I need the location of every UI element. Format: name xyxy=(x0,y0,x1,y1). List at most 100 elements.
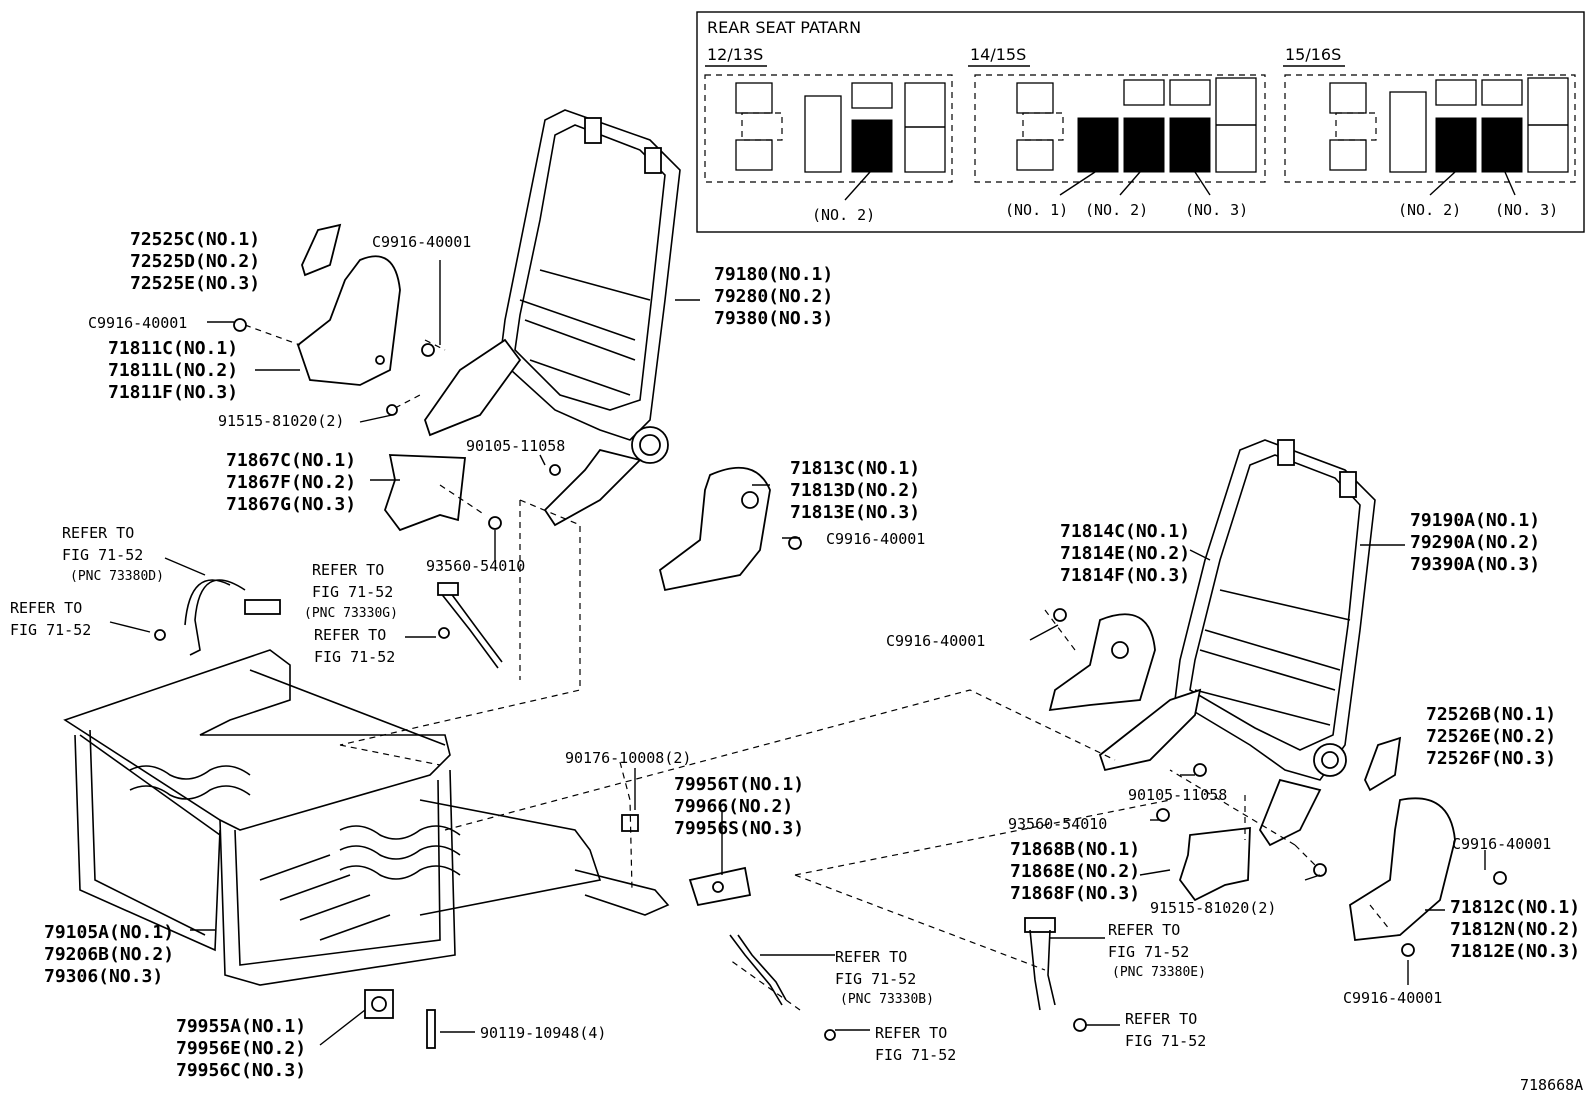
part-number: 79180(NO.1) xyxy=(714,264,833,285)
hinge-cover-71814 xyxy=(1048,613,1156,712)
pattern-label: (NO. 1) xyxy=(1005,201,1068,219)
part-number: 90176-10008(2) xyxy=(565,749,691,767)
seat-no1-highlight xyxy=(1077,117,1119,173)
part-number: 71813E(NO.3) xyxy=(790,502,920,523)
part-number: C9916-40001 xyxy=(372,233,471,251)
refer-text: REFER TO xyxy=(1125,1010,1197,1028)
pattern-15-16s: 15/16S (NO. 2) (NO. 3) xyxy=(1283,45,1576,219)
callout-79105: 79105A(NO.1) 79206B(NO.2) 79306(NO.3) xyxy=(44,922,174,987)
refer-text: (PNC 73330G) xyxy=(304,606,398,621)
seat-no3-highlight xyxy=(1169,117,1211,173)
refer-text: (PNC 73380D) xyxy=(70,569,164,584)
callout-79190: 79190A(NO.1) 79290A(NO.2) 79390A(NO.3) xyxy=(1410,510,1540,575)
part-number: 93560-54010 xyxy=(1008,815,1107,833)
seat-belt-buckle-left xyxy=(184,579,503,669)
part-number: 71812E(NO.3) xyxy=(1450,941,1580,962)
callout-79180: 79180(NO.1) 79280(NO.2) 79380(NO.3) xyxy=(714,264,833,329)
refer-text: REFER TO xyxy=(875,1024,947,1042)
hinge-cover-72526 xyxy=(1364,736,1402,792)
callout-71868: 71868B(NO.1) 71868E(NO.2) 71868F(NO.3) xyxy=(1010,839,1140,904)
part-number: 90105-11058 xyxy=(1128,786,1227,804)
refer-text: REFER TO xyxy=(312,561,384,579)
part-number: 71814C(NO.1) xyxy=(1060,521,1190,542)
part-number: 79290A(NO.2) xyxy=(1410,532,1540,553)
hinge-cover-71812 xyxy=(1349,797,1456,941)
part-number: 79955A(NO.1) xyxy=(176,1016,306,1037)
part-number: 72525D(NO.2) xyxy=(130,251,260,272)
part-number: 72526F(NO.3) xyxy=(1426,748,1556,769)
callout-71811: 71811C(NO.1) 71811L(NO.2) 71811F(NO.3) xyxy=(108,338,238,403)
refer-text: (PNC 73380E) xyxy=(1112,965,1206,980)
refer-note: REFER TO FIG 71-52 xyxy=(314,626,395,666)
refer-note: REFER TO FIG 71-52 (PNC 73330B) xyxy=(835,948,934,1007)
refer-text: REFER TO xyxy=(1108,921,1180,939)
part-number: 71814F(NO.3) xyxy=(1060,565,1190,586)
part-number: 72525C(NO.1) xyxy=(130,229,260,250)
refer-text: FIG 71-52 xyxy=(835,970,916,988)
part-number: 79956S(NO.3) xyxy=(674,818,804,839)
pattern-label: (NO. 2) xyxy=(1398,201,1461,219)
part-number: 79966(NO.2) xyxy=(674,796,793,817)
pattern-label: (NO. 3) xyxy=(1495,201,1558,219)
part-number: 72526B(NO.1) xyxy=(1426,704,1556,725)
refer-note: REFER TO FIG 71-52 (PNC 73380D) xyxy=(62,524,164,584)
refer-text: REFER TO xyxy=(835,948,907,966)
part-number: 91515-81020(2) xyxy=(1150,899,1276,917)
refer-text: REFER TO xyxy=(10,599,82,617)
callout-72525: 72525C(NO.1) 72525D(NO.2) 72525E(NO.3) xyxy=(130,229,260,294)
hinge-cover-71868 xyxy=(1179,826,1251,902)
part-number: C9916-40001 xyxy=(886,632,985,650)
rear-seat-pattern-legend: REAR SEAT PATARN 12/13S (NO. 2) 14/15S xyxy=(696,11,1585,233)
callout-71813: 71813C(NO.1) 71813D(NO.2) 71813E(NO.3) xyxy=(790,458,920,523)
hinge-cover-71867 xyxy=(383,454,467,532)
refer-text: FIG 71-52 xyxy=(62,546,143,564)
leader-lines xyxy=(109,260,1486,1046)
part-number: 71867G(NO.3) xyxy=(226,494,356,515)
seat-belt-buckle-right xyxy=(1024,917,1056,1011)
pattern-label: (NO. 2) xyxy=(1085,201,1148,219)
part-number: 90105-11058 xyxy=(466,437,565,455)
refer-note: REFER TO FIG 71-52 xyxy=(10,599,91,639)
part-number: 72526E(NO.2) xyxy=(1426,726,1556,747)
seat-no2-highlight xyxy=(851,119,893,173)
seatback-frame-left xyxy=(424,109,681,527)
part-number: 79306(NO.3) xyxy=(44,966,163,987)
part-number: 71812C(NO.1) xyxy=(1450,897,1580,918)
part-number: C9916-40001 xyxy=(88,314,187,332)
part-number: 71868E(NO.2) xyxy=(1010,861,1140,882)
seat-no2-highlight xyxy=(1123,117,1165,173)
part-number: 71814E(NO.2) xyxy=(1060,543,1190,564)
refer-text: (PNC 73330B) xyxy=(840,992,934,1007)
callout-71867: 71867C(NO.1) 71867F(NO.2) 71867G(NO.3) xyxy=(226,450,356,515)
part-number: 71868B(NO.1) xyxy=(1010,839,1140,860)
part-number: 71868F(NO.3) xyxy=(1010,883,1140,904)
seat-cushion-frame xyxy=(63,649,670,986)
part-number: 90119-10948(4) xyxy=(480,1024,606,1042)
refer-note: REFER TO FIG 71-52 (PNC 73330G) xyxy=(304,561,398,621)
part-number: C9916-40001 xyxy=(826,530,925,548)
refer-note: REFER TO FIG 71-52 (PNC 73380E) xyxy=(1108,921,1206,980)
refer-text: REFER TO xyxy=(314,626,386,644)
hinge-cover-71811 xyxy=(296,255,401,386)
refer-text: FIG 71-52 xyxy=(314,648,395,666)
part-number: 71867C(NO.1) xyxy=(226,450,356,471)
part-number: 79280(NO.2) xyxy=(714,286,833,307)
part-number: 79105A(NO.1) xyxy=(44,922,174,943)
callout-79955: 79955A(NO.1) 79956E(NO.2) 79956C(NO.3) xyxy=(176,1016,306,1081)
pattern-name: 15/16S xyxy=(1285,45,1341,64)
pattern-label: (NO. 3) xyxy=(1185,201,1248,219)
pattern-name: 14/15S xyxy=(970,45,1026,64)
refer-text: REFER TO xyxy=(62,524,134,542)
part-number: 79380(NO.3) xyxy=(714,308,833,329)
part-number: 71812N(NO.2) xyxy=(1450,919,1580,940)
callout-71814: 71814C(NO.1) 71814E(NO.2) 71814F(NO.3) xyxy=(1060,521,1190,586)
figure-id: 718668A xyxy=(1520,1076,1583,1094)
part-number: 72525E(NO.3) xyxy=(130,273,260,294)
pattern-name: 12/13S xyxy=(707,45,763,64)
callout-72526: 72526B(NO.1) 72526E(NO.2) 72526F(NO.3) xyxy=(1426,704,1556,769)
part-number: 93560-54010 xyxy=(426,557,525,575)
seatback-frame-right xyxy=(1098,439,1376,847)
part-number: 91515-81020(2) xyxy=(218,412,344,430)
legend-title: REAR SEAT PATARN xyxy=(707,18,861,37)
part-number: 79956T(NO.1) xyxy=(674,774,804,795)
